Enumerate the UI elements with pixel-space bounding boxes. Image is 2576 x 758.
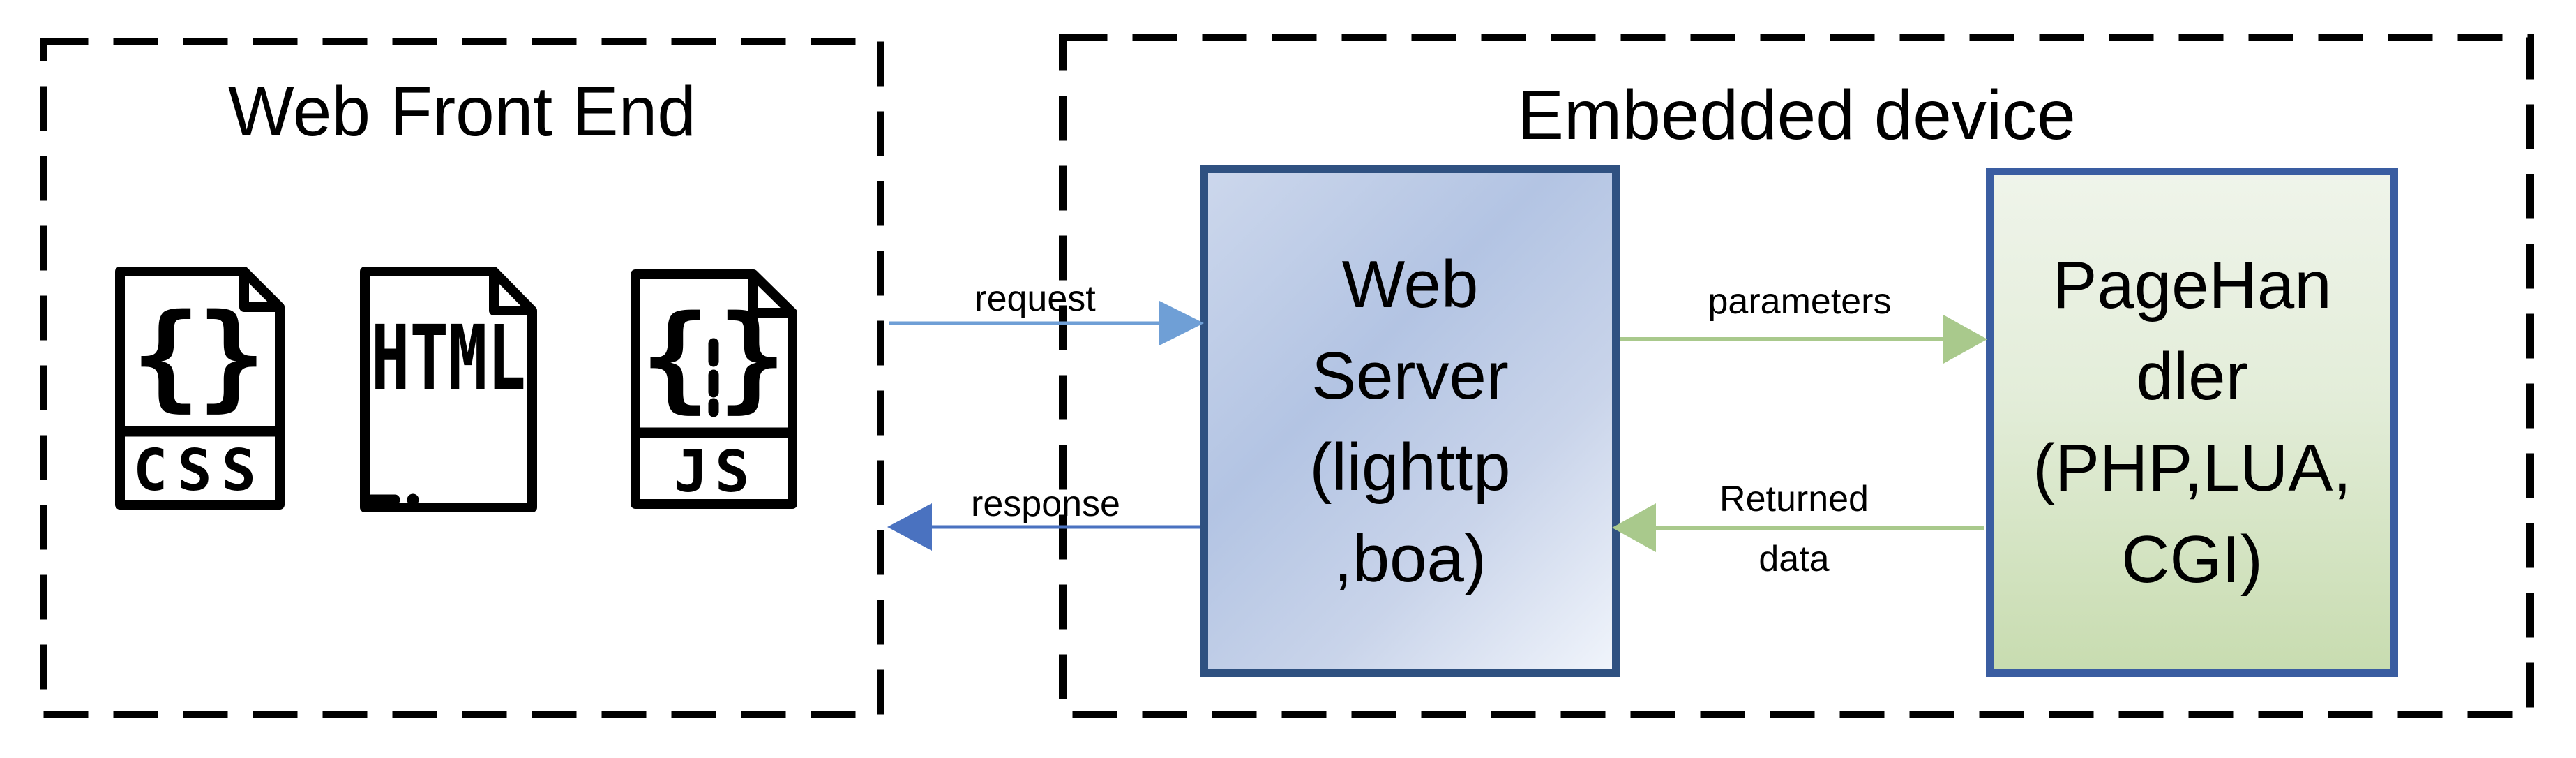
js-file-icon: { } JS: [631, 269, 797, 509]
js-doc-fold: [748, 274, 792, 318]
css-doc-fold: [239, 272, 280, 312]
embedded-device-panel: Embedded device Web Server (lighttp ,boa…: [1059, 34, 2534, 718]
page-handler-node: PageHan dler (PHP,LUA, CGI): [1986, 168, 2398, 677]
web-server-node: Web Server (lighttp ,boa): [1200, 165, 1620, 677]
response-arrow: [887, 503, 1200, 551]
request-arrowhead-icon: [1159, 301, 1204, 345]
returned-data-arrow: [1612, 503, 1984, 552]
returned-data-arrow-label: Returned data: [1719, 469, 1869, 589]
css-file-icon: { } CSS: [115, 267, 285, 510]
response-arrowhead-icon: [887, 503, 932, 551]
web-server-label-line: Server: [1311, 338, 1509, 413]
web-server-label-line: Web: [1341, 246, 1479, 322]
embedded-device-dashed-border: [1059, 34, 2534, 718]
web-front-end-panel: Web Front End { } CSS HTML { }: [40, 38, 884, 718]
html-label: HTML: [371, 306, 526, 410]
embedded-device-title: Embedded device: [1517, 76, 2076, 154]
css-doc-outline: [115, 267, 285, 510]
html-doc-outline: [360, 267, 537, 512]
js-brace-right-glyph: }: [717, 290, 786, 424]
page-handler-label-line: (PHP,LUA,: [2032, 431, 2352, 505]
returned-data-arrowhead-icon: [1612, 503, 1656, 552]
request-arrow-label: request: [974, 278, 1096, 319]
web-front-end-title: Web Front End: [228, 73, 696, 151]
request-arrow: [889, 301, 1204, 345]
parameters-arrow: [1620, 315, 1987, 364]
html-cursor-dot: [407, 493, 419, 506]
page-handler-label-line: CGI): [2121, 522, 2263, 597]
parameters-arrowhead-icon: [1943, 315, 1987, 364]
css-label: CSS: [133, 438, 266, 504]
web-server-label-line: (lighttp: [1309, 429, 1511, 505]
html-file-icon: HTML: [360, 267, 537, 512]
page-handler-label-line: PageHan: [2052, 248, 2332, 322]
js-label: JS: [674, 439, 757, 505]
web-server-label-line: ,boa): [1334, 521, 1486, 596]
returned-data-label-line1: Returned: [1719, 479, 1869, 519]
web-front-end-dashed-border: [40, 38, 884, 718]
html-doc-fold: [489, 272, 532, 315]
css-brace-left-glyph: {: [131, 289, 200, 423]
response-arrow-label: response: [971, 484, 1120, 524]
css-brace-right-glyph: }: [197, 289, 266, 423]
parameters-arrow-label: parameters: [1708, 281, 1892, 322]
js-brace-left-glyph: {: [640, 290, 709, 424]
returned-data-label-line2: data: [1758, 539, 1830, 579]
page-handler-label-line: dler: [2136, 339, 2248, 414]
